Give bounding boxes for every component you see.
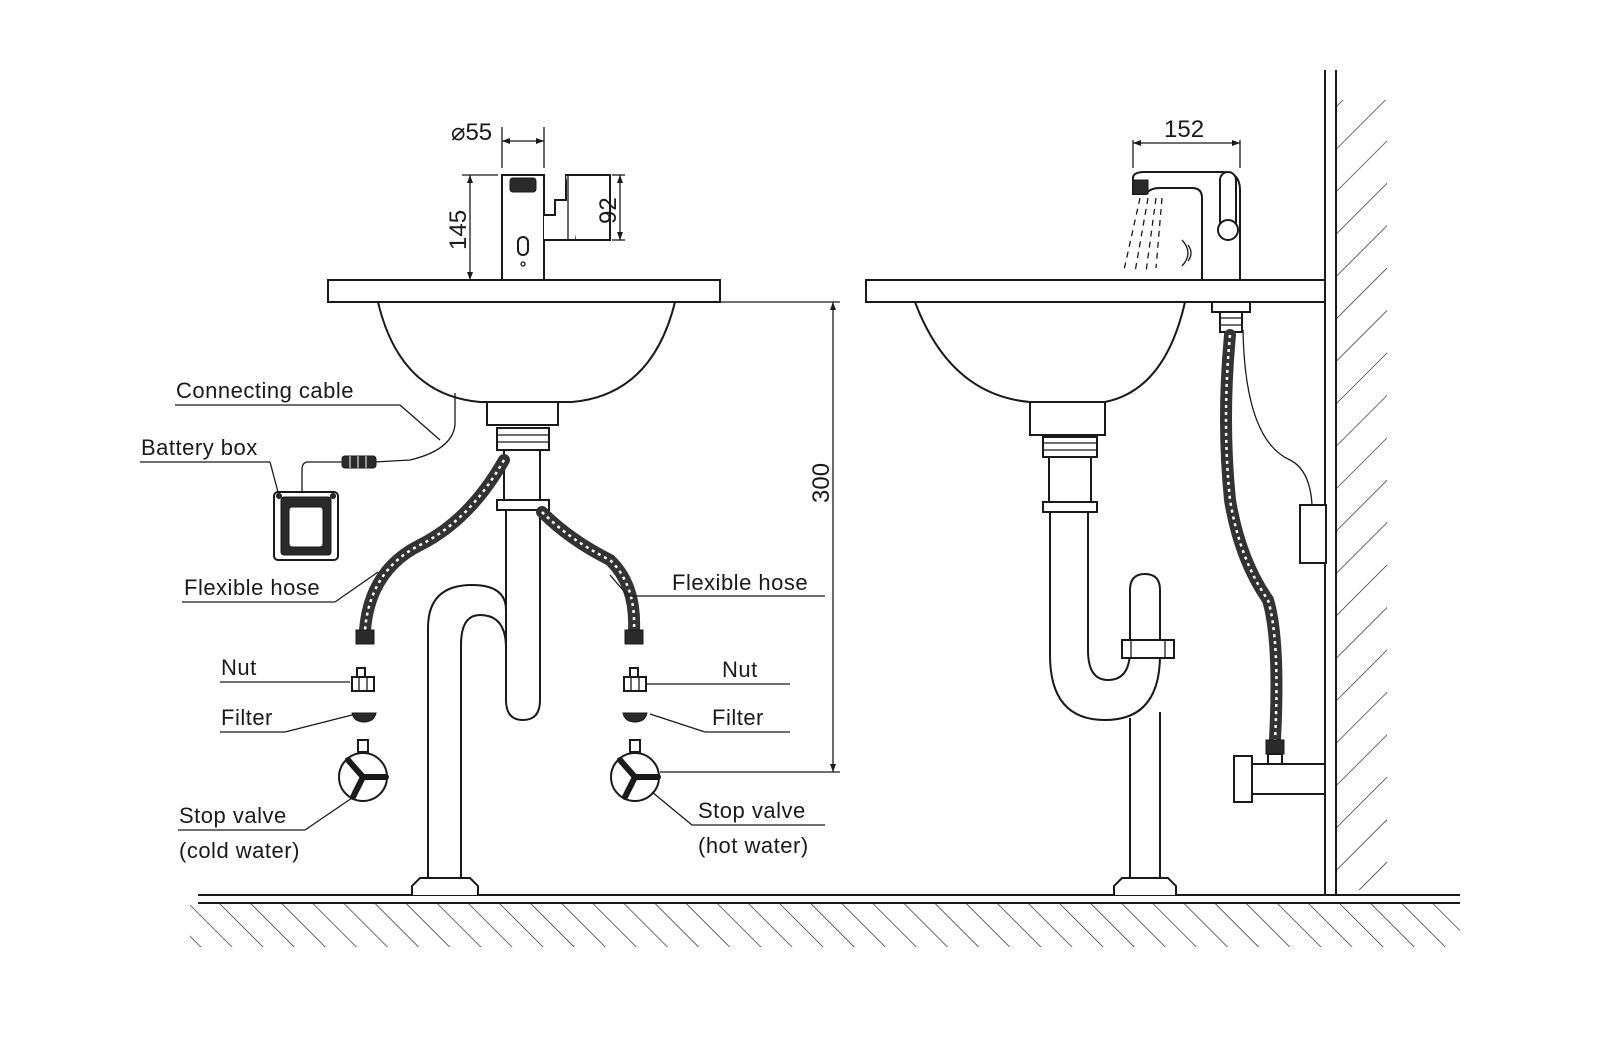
left-labels: Connecting cable Battery box Flexible ho… — [140, 378, 441, 863]
front-faucet-dimensions: ⌀55 145 92 — [445, 119, 625, 281]
dim-diameter: ⌀55 — [451, 119, 492, 146]
side-basin — [865, 279, 1326, 895]
label-stop-valve-right-sub: (hot water) — [698, 833, 809, 858]
dim-height-total: 145 — [445, 210, 472, 250]
dim-height-sensor: 92 — [595, 197, 622, 224]
label-stop-valve-right: Stop valve — [698, 798, 806, 823]
label-filter-left: Filter — [221, 705, 273, 730]
right-fittings — [610, 667, 661, 802]
label-connecting-cable: Connecting cable — [176, 378, 354, 403]
dim-spout-length: 152 — [1164, 116, 1204, 143]
left-fittings — [338, 667, 389, 802]
battery-box — [273, 393, 456, 561]
front-hoses — [355, 454, 644, 645]
dim-valve-height: 300 — [808, 463, 835, 503]
label-nut-left: Nut — [221, 655, 257, 680]
right-labels: Flexible hose Nut Filter Stop valve (hot… — [609, 570, 825, 858]
label-battery-box: Battery box — [141, 435, 258, 460]
label-stop-valve-left-sub: (cold water) — [179, 838, 300, 863]
floor — [190, 894, 1460, 947]
front-basin — [327, 279, 721, 895]
wall — [1324, 70, 1387, 895]
front-faucet — [501, 174, 611, 281]
label-filter-right: Filter — [712, 705, 764, 730]
label-flexible-hose-left: Flexible hose — [184, 575, 320, 600]
valve-height-dimension: 300 — [660, 301, 840, 773]
side-hose — [1220, 329, 1327, 803]
side-faucet-dimensions: 152 — [1132, 116, 1241, 168]
label-flexible-hose-right: Flexible hose — [672, 570, 808, 595]
label-stop-valve-left: Stop valve — [179, 803, 287, 828]
side-faucet — [1123, 171, 1251, 333]
label-nut-right: Nut — [722, 657, 758, 682]
